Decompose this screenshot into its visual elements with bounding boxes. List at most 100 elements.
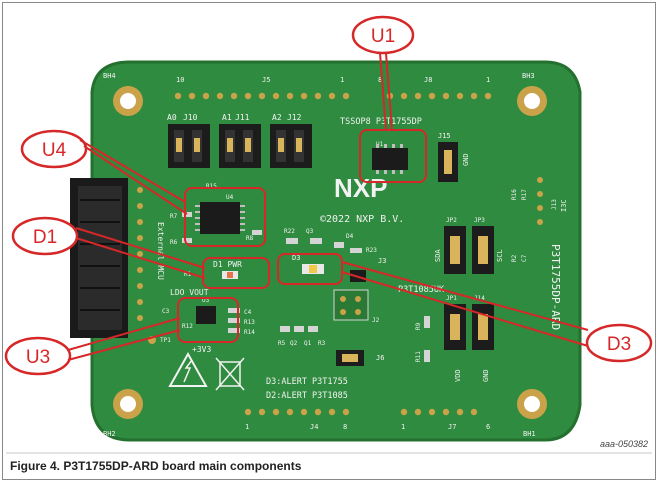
r13-label: R13 bbox=[244, 319, 255, 326]
d3-led-die bbox=[309, 265, 317, 273]
bh4-label: BH4 bbox=[103, 72, 116, 80]
u4-passives bbox=[182, 212, 262, 243]
d4-label: D4 bbox=[346, 233, 354, 240]
external-mcu-label: External MCU bbox=[156, 222, 165, 280]
j12-label: J12 bbox=[287, 113, 302, 122]
jumper-jp3[interactable] bbox=[472, 226, 494, 274]
pwr-label: D1 PWR bbox=[213, 260, 242, 269]
jumper-j11[interactable] bbox=[219, 124, 261, 168]
r9-label: R9 bbox=[415, 322, 422, 330]
j8-label: J8 bbox=[424, 76, 432, 84]
callout-d3: D3 bbox=[585, 323, 653, 363]
jp1-label: JP1 bbox=[446, 295, 457, 302]
r6-label: R6 bbox=[170, 239, 178, 246]
j14-label: J14 bbox=[474, 295, 485, 302]
u3-highlight bbox=[177, 297, 239, 343]
u1-pins bbox=[376, 144, 403, 174]
j6-pins bbox=[342, 354, 358, 362]
mounting-hole-bottom-right bbox=[517, 389, 547, 419]
mounting-hole-top-left bbox=[113, 86, 143, 116]
r16-label: R16 bbox=[511, 189, 518, 200]
u1-silk-label: U1 bbox=[376, 141, 384, 148]
r2-label: R2 bbox=[511, 254, 518, 262]
jp2-label: JP2 bbox=[446, 217, 457, 224]
j11-label: J11 bbox=[235, 113, 250, 122]
bottom-header-mark-1b: 1 bbox=[401, 423, 405, 431]
j3-label: J3 bbox=[378, 257, 386, 265]
r11-label: R11 bbox=[415, 351, 422, 362]
r14-label: R14 bbox=[244, 329, 255, 336]
board-name-vertical: P3T1755DP-ARD bbox=[549, 244, 562, 330]
c7-label: C7 bbox=[521, 254, 528, 262]
u4-pins bbox=[195, 205, 245, 231]
bottom-header-mark-8: 8 bbox=[343, 423, 347, 431]
q3-passives bbox=[286, 238, 362, 253]
r12-label: R12 bbox=[182, 323, 193, 330]
scl-label: SCL bbox=[496, 249, 504, 262]
q1-passives bbox=[280, 326, 318, 332]
j15-label: J15 bbox=[438, 132, 451, 140]
figure-caption: Figure 4. P3T1755DP-ARD board main compo… bbox=[10, 459, 302, 473]
j7-label: J7 bbox=[448, 423, 456, 431]
r23-label: R23 bbox=[366, 247, 377, 254]
r7-label: R7 bbox=[170, 213, 178, 220]
top-header-pads bbox=[174, 92, 492, 100]
bottom-header-pads bbox=[244, 408, 478, 416]
jp3-label: JP3 bbox=[474, 217, 485, 224]
bh2-label: BH2 bbox=[103, 430, 116, 438]
q3-label: Q3 bbox=[306, 228, 314, 235]
jumper-j14[interactable] bbox=[472, 304, 494, 350]
esd-warning-icon bbox=[168, 351, 208, 387]
u4-highlight bbox=[184, 187, 266, 247]
tp1-label: TP1 bbox=[160, 337, 171, 344]
svg-text:U3: U3 bbox=[26, 347, 50, 368]
j15-pins bbox=[444, 150, 452, 174]
callout-u1: U1 bbox=[351, 15, 415, 55]
c3-label: C3 bbox=[162, 308, 170, 315]
gnd-label: GND bbox=[482, 369, 490, 382]
gnd-j15-label: GND bbox=[462, 153, 470, 166]
top-header-mark-1b: 1 bbox=[486, 76, 490, 84]
r17-label: R17 bbox=[521, 189, 528, 200]
top-header-mark-8: 8 bbox=[378, 76, 382, 84]
c4-label: C4 bbox=[244, 309, 252, 316]
d1-led-die bbox=[227, 272, 233, 278]
i3c-label: I3C bbox=[560, 199, 568, 212]
bottom-header-mark-1: 1 bbox=[245, 423, 249, 431]
u1-highlight bbox=[359, 129, 427, 183]
r5-label: R5 bbox=[278, 340, 286, 347]
jumper-jp1[interactable] bbox=[444, 304, 466, 350]
mounting-hole-bottom-left bbox=[113, 389, 143, 419]
top-header-mark-10: 10 bbox=[176, 76, 184, 84]
callout-u4: U4 bbox=[20, 129, 88, 169]
j13-label: J13 bbox=[551, 199, 558, 210]
r8-label: R8 bbox=[246, 235, 254, 242]
v33-label: +3V3 bbox=[192, 345, 211, 354]
jumper-jp2[interactable] bbox=[444, 226, 466, 274]
j10-label: J10 bbox=[183, 113, 198, 122]
mcu-header-pads bbox=[137, 187, 143, 321]
u4-silk-label: U4 bbox=[226, 194, 234, 201]
jp1-passives bbox=[424, 316, 430, 362]
callout-u3: U3 bbox=[4, 336, 72, 376]
a1-label: A1 bbox=[222, 113, 232, 122]
svg-text:U4: U4 bbox=[42, 140, 67, 161]
r1-label: R1 bbox=[184, 271, 192, 278]
u1-chip bbox=[372, 148, 408, 170]
j5-label: J5 bbox=[262, 76, 270, 84]
d3-highlight bbox=[277, 253, 343, 285]
p3t1085-label: P3T1085UK bbox=[398, 285, 445, 295]
r3-label: R3 bbox=[318, 340, 326, 347]
jumper-j12[interactable] bbox=[270, 124, 312, 168]
j4-label: J4 bbox=[310, 423, 318, 431]
j2-footprint bbox=[333, 289, 369, 321]
callout-d1: D1 bbox=[11, 216, 79, 256]
q1-label: Q1 bbox=[304, 340, 312, 347]
doc-id: aaa-050382 bbox=[600, 439, 648, 449]
jumper-j10[interactable] bbox=[168, 124, 210, 168]
top-header-mark-1: 1 bbox=[340, 76, 344, 84]
mounting-hole-top-right bbox=[517, 86, 547, 116]
d1-highlight bbox=[202, 257, 270, 289]
copyright-text: ©2022 NXP B.V. bbox=[320, 214, 404, 225]
